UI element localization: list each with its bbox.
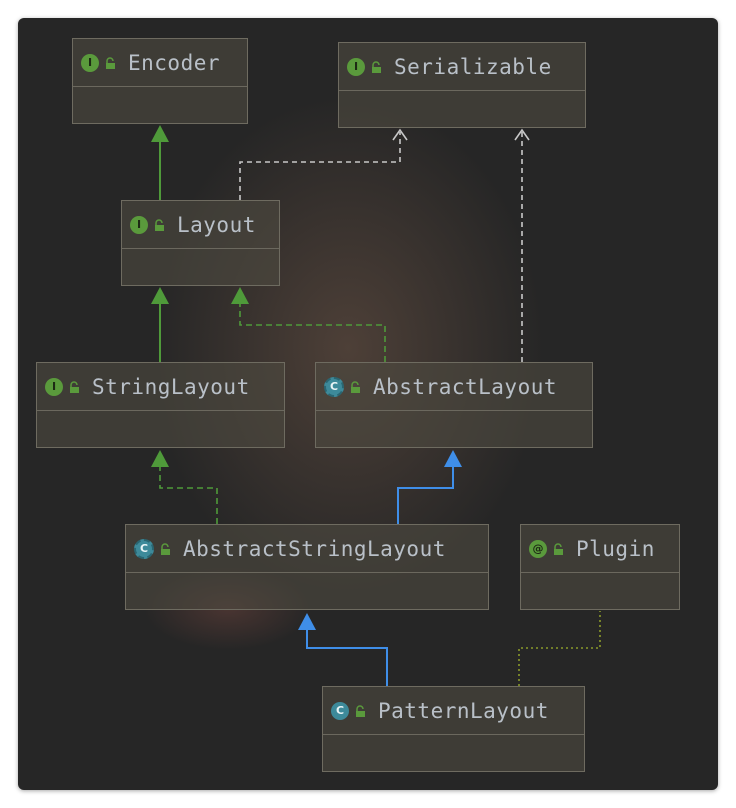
- interface-icon: I: [45, 377, 63, 396]
- node-abstract-string-layout[interactable]: C AbstractStringLayout: [125, 524, 489, 610]
- node-label: Encoder: [128, 50, 221, 75]
- public-lock-icon: [372, 60, 381, 73]
- interface-icon: I: [347, 57, 365, 76]
- node-label: AbstractStringLayout: [183, 536, 446, 561]
- edge-stringlayout-layout: [151, 287, 169, 362]
- node-label: StringLayout: [92, 374, 250, 399]
- node-label: Serializable: [394, 54, 552, 79]
- edge-abstractlayout-layout: [231, 287, 386, 362]
- edge-patternlayout-plugin: [518, 611, 601, 686]
- abstract-class-icon: C: [324, 376, 344, 397]
- node-layout[interactable]: I Layout: [121, 200, 280, 286]
- node-label: AbstractLayout: [373, 374, 558, 399]
- public-lock-icon: [554, 542, 563, 555]
- public-lock-icon: [70, 380, 79, 393]
- node-encoder[interactable]: I Encoder: [72, 38, 248, 124]
- node-serializable[interactable]: I Serializable: [338, 42, 586, 128]
- public-lock-icon: [161, 542, 170, 555]
- public-lock-icon: [155, 218, 164, 231]
- node-plugin[interactable]: @ Plugin: [520, 524, 680, 610]
- node-pattern-layout[interactable]: C PatternLayout: [322, 686, 585, 772]
- node-label: Plugin: [576, 536, 655, 561]
- public-lock-icon: [351, 380, 360, 393]
- abstract-class-icon: C: [134, 538, 154, 559]
- edge-abstractstringlayout-stringlayout: [151, 450, 218, 524]
- node-label: PatternLayout: [378, 698, 549, 723]
- node-string-layout[interactable]: I StringLayout: [36, 362, 285, 448]
- node-label: Layout: [177, 212, 256, 237]
- interface-icon: I: [81, 53, 99, 72]
- edge-abstractstringlayout-abstractlayout: [397, 450, 462, 524]
- node-abstract-layout[interactable]: C AbstractLayout: [315, 362, 593, 448]
- edge-layout-encoder: [151, 125, 169, 200]
- class-icon: C: [331, 701, 349, 720]
- interface-icon: I: [130, 215, 148, 234]
- public-lock-icon: [106, 56, 115, 69]
- edge-layout-serializable: [239, 128, 408, 200]
- edge-patternlayout-abstractstringlayout: [298, 613, 388, 686]
- public-lock-icon: [356, 704, 365, 717]
- annotation-icon: @: [529, 539, 547, 558]
- edge-abstractlayout-serializable: [514, 128, 530, 362]
